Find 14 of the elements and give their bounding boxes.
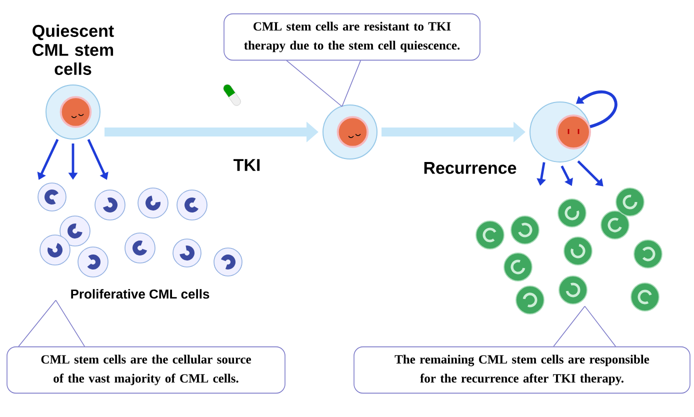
callout-pointer	[18, 300, 85, 347]
arrow	[577, 160, 604, 186]
callout-pointer	[553, 306, 616, 347]
stem-cell-drawing	[530, 102, 591, 162]
callout-box: CML stem cells are resistant to TKI therapy due to the stem cell quiescence.	[224, 13, 480, 61]
callout-box: CML stem cells are the cellular source of the vast majority of CML cells.	[6, 346, 286, 394]
edge-label: TKI	[232, 158, 262, 172]
edge-label: Recurrence	[422, 161, 518, 175]
cluster-label: Proliferative CML cells	[71, 289, 210, 299]
stem-cell-drawing	[322, 104, 378, 160]
cell-title: Quiescent CML stem cells	[32, 24, 114, 75]
cell-cluster-drawing	[476, 188, 662, 314]
callout-pointer	[286, 60, 361, 107]
callout-box: The remaining CML stem cells are responsible for the recurrence after TKI therapy.	[354, 346, 690, 394]
